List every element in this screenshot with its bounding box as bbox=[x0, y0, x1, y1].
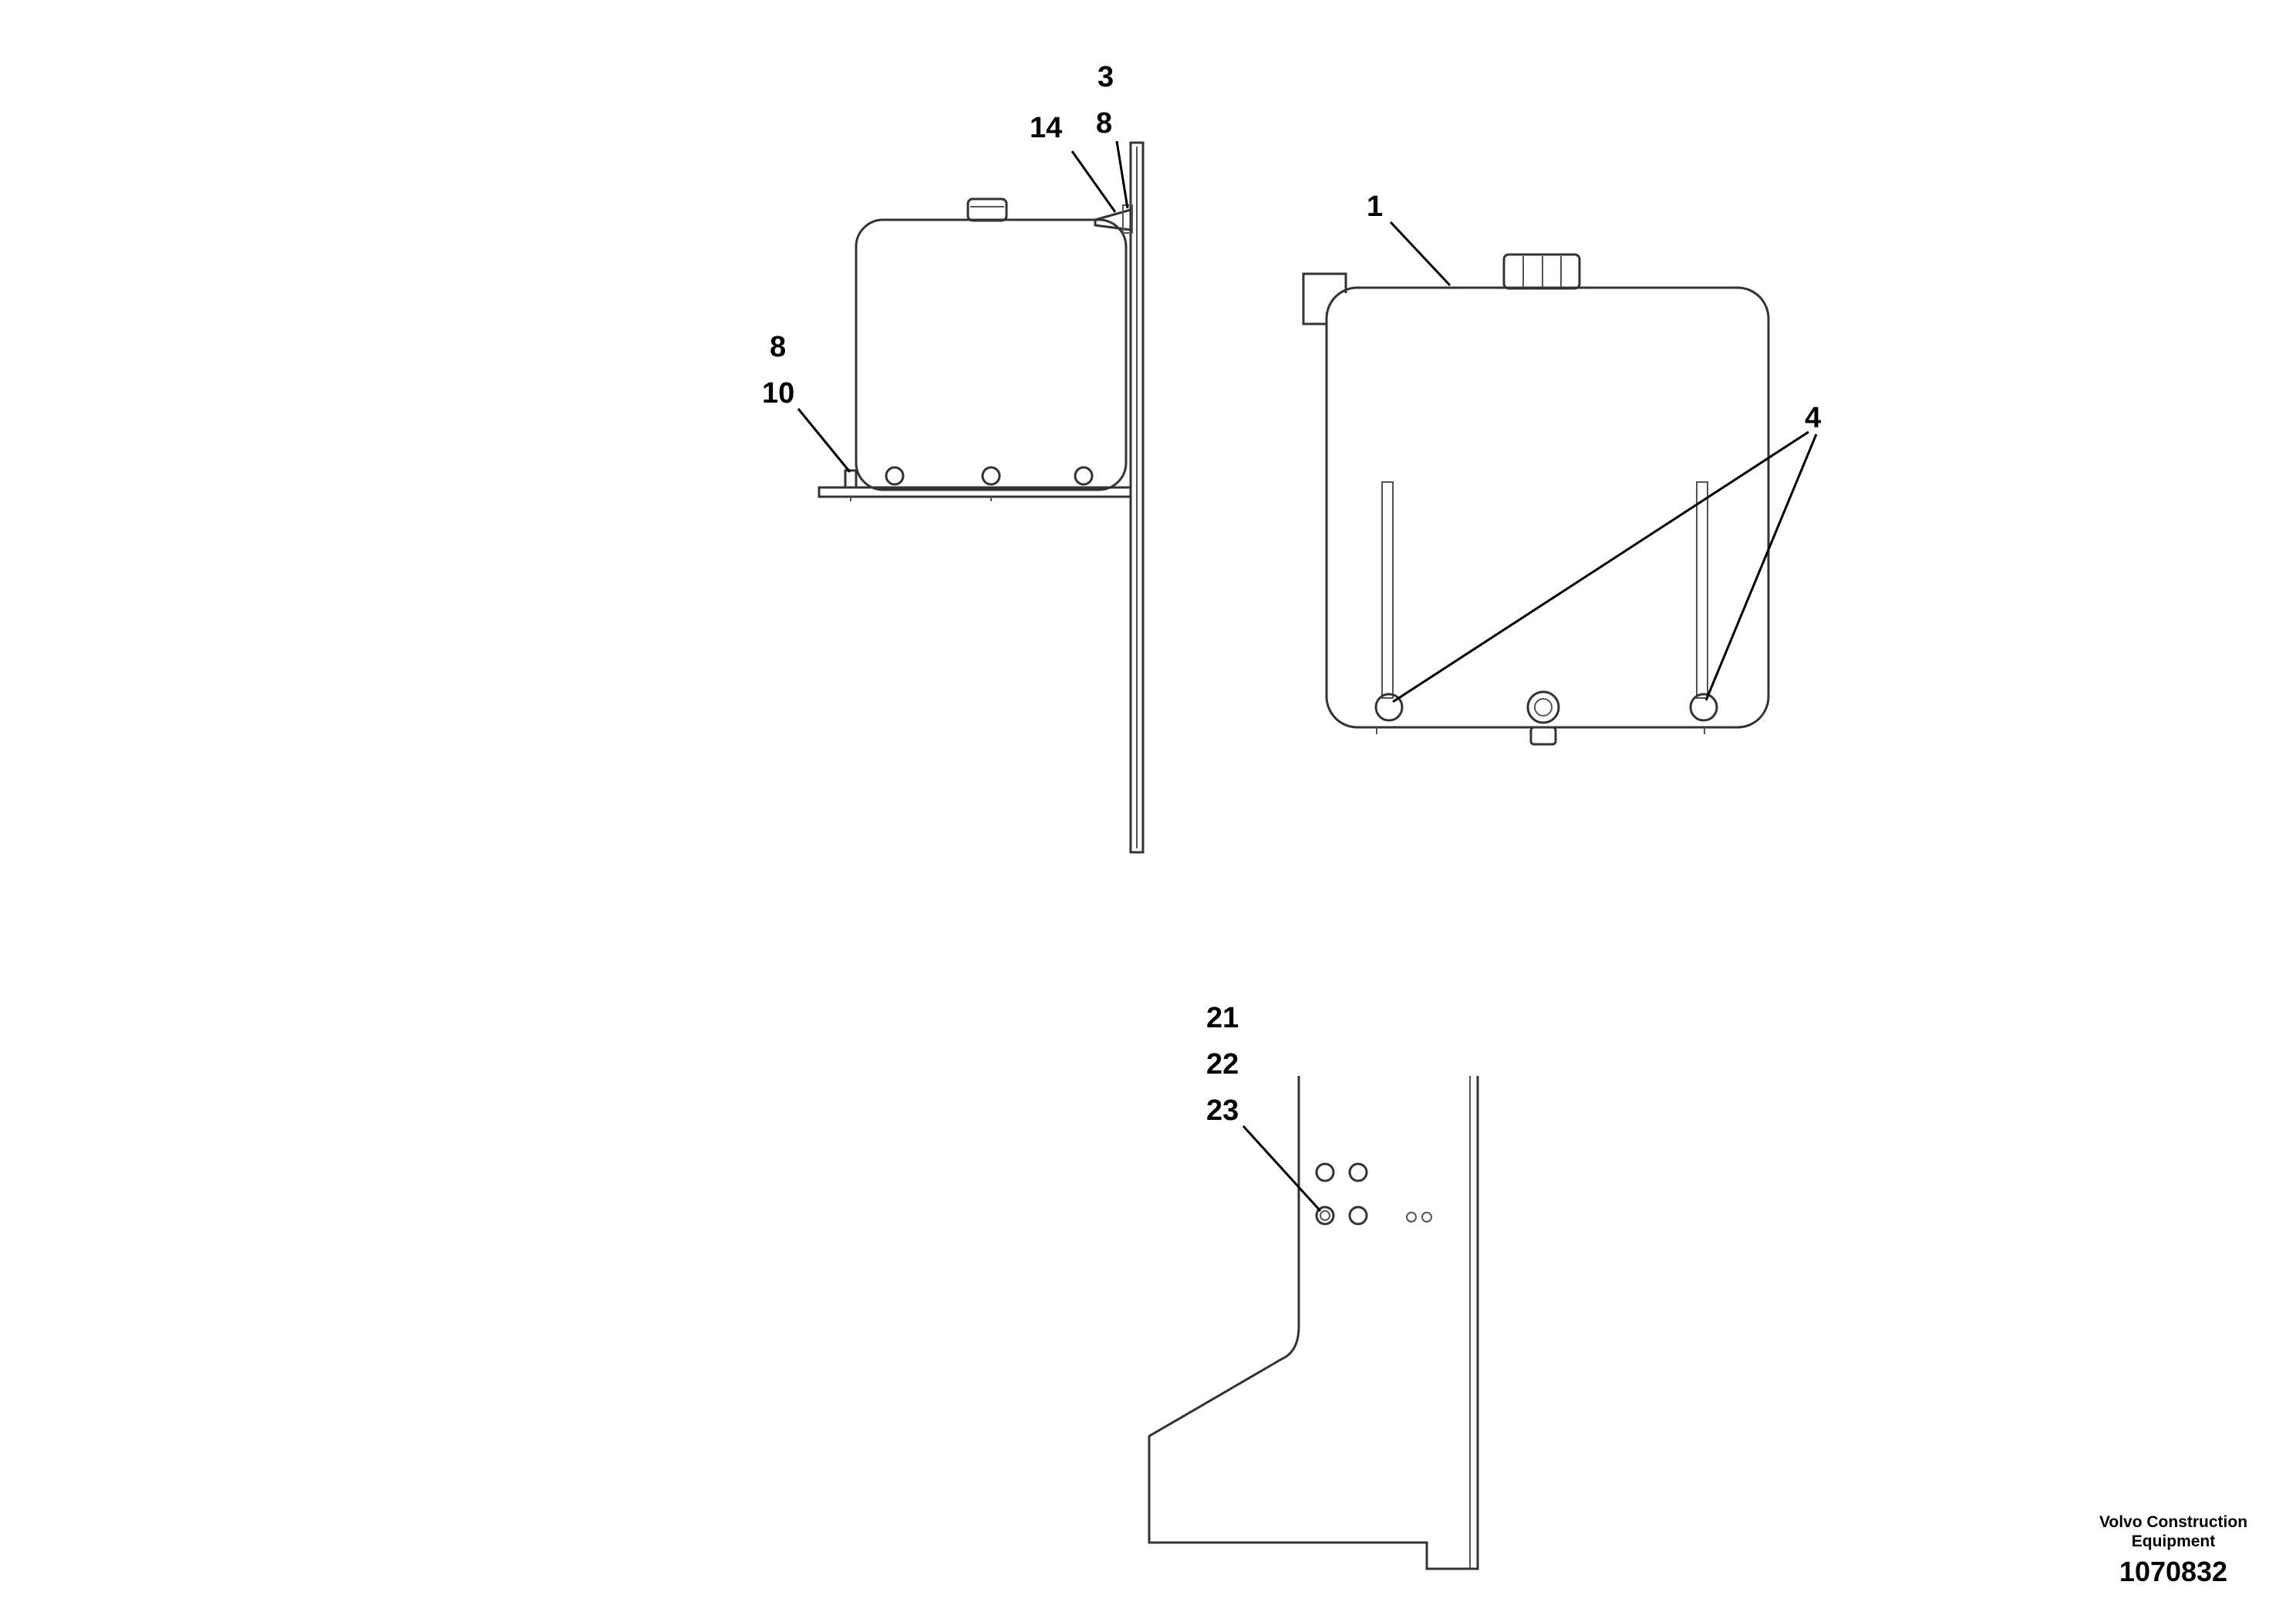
callout-labels: 3 8 14 1 8 10 4 21 22 23 bbox=[762, 61, 1821, 1127]
callout-21: 21 bbox=[1206, 1002, 1239, 1034]
callout-4: 4 bbox=[1805, 402, 1821, 434]
bracket-bolt bbox=[885, 466, 905, 486]
strap-bolt-left bbox=[1374, 693, 1404, 722]
document-number: 1070832 bbox=[2119, 1556, 2227, 1587]
drain-port bbox=[1526, 690, 1560, 724]
strap-bolt-right bbox=[1689, 693, 1718, 722]
callout-23: 23 bbox=[1206, 1094, 1239, 1127]
side-view-tank-assembly bbox=[818, 141, 1145, 854]
plate-hole-small bbox=[1421, 1212, 1432, 1222]
drain-plug bbox=[1529, 726, 1557, 746]
brand-line-2: Equipment bbox=[2132, 1533, 2216, 1550]
plate-hole-bolt bbox=[1315, 1206, 1335, 1226]
bracket-end-bolt bbox=[844, 469, 858, 489]
top-mounting-lug bbox=[1094, 208, 1132, 231]
side-tank-body bbox=[855, 218, 1128, 491]
plate-hole bbox=[1348, 1206, 1368, 1226]
bracket-plate-outline bbox=[1148, 1076, 1479, 1570]
leader-lines bbox=[797, 140, 1818, 1212]
support-bracket bbox=[818, 486, 1132, 498]
callout-1: 1 bbox=[1367, 191, 1383, 223]
callout-22: 22 bbox=[1206, 1048, 1239, 1081]
callout-14: 14 bbox=[1030, 112, 1062, 144]
bracket-plate-view bbox=[1148, 1076, 1479, 1570]
bracket-bolt bbox=[981, 466, 1001, 486]
front-side-bracket bbox=[1302, 272, 1347, 325]
mounting-strap-left bbox=[1381, 481, 1394, 699]
bracket-bolt bbox=[1074, 466, 1094, 486]
mounting-strap-right bbox=[1696, 481, 1708, 699]
front-filler-cap bbox=[1502, 253, 1581, 290]
callout-10: 10 bbox=[762, 377, 794, 410]
footer-block: Volvo Construction Equipment 1070832 bbox=[2099, 1513, 2247, 1587]
plate-hole bbox=[1315, 1162, 1335, 1182]
plate-hole-small bbox=[1406, 1212, 1417, 1222]
side-filler-cap bbox=[966, 197, 1008, 222]
callout-3: 3 bbox=[1097, 61, 1114, 93]
brand-line-1: Volvo Construction bbox=[2099, 1513, 2247, 1531]
callout-8-top: 8 bbox=[1096, 107, 1112, 140]
front-view-tank-assembly bbox=[1302, 253, 1770, 746]
callout-8-left: 8 bbox=[770, 331, 786, 363]
plate-hole bbox=[1348, 1162, 1368, 1182]
